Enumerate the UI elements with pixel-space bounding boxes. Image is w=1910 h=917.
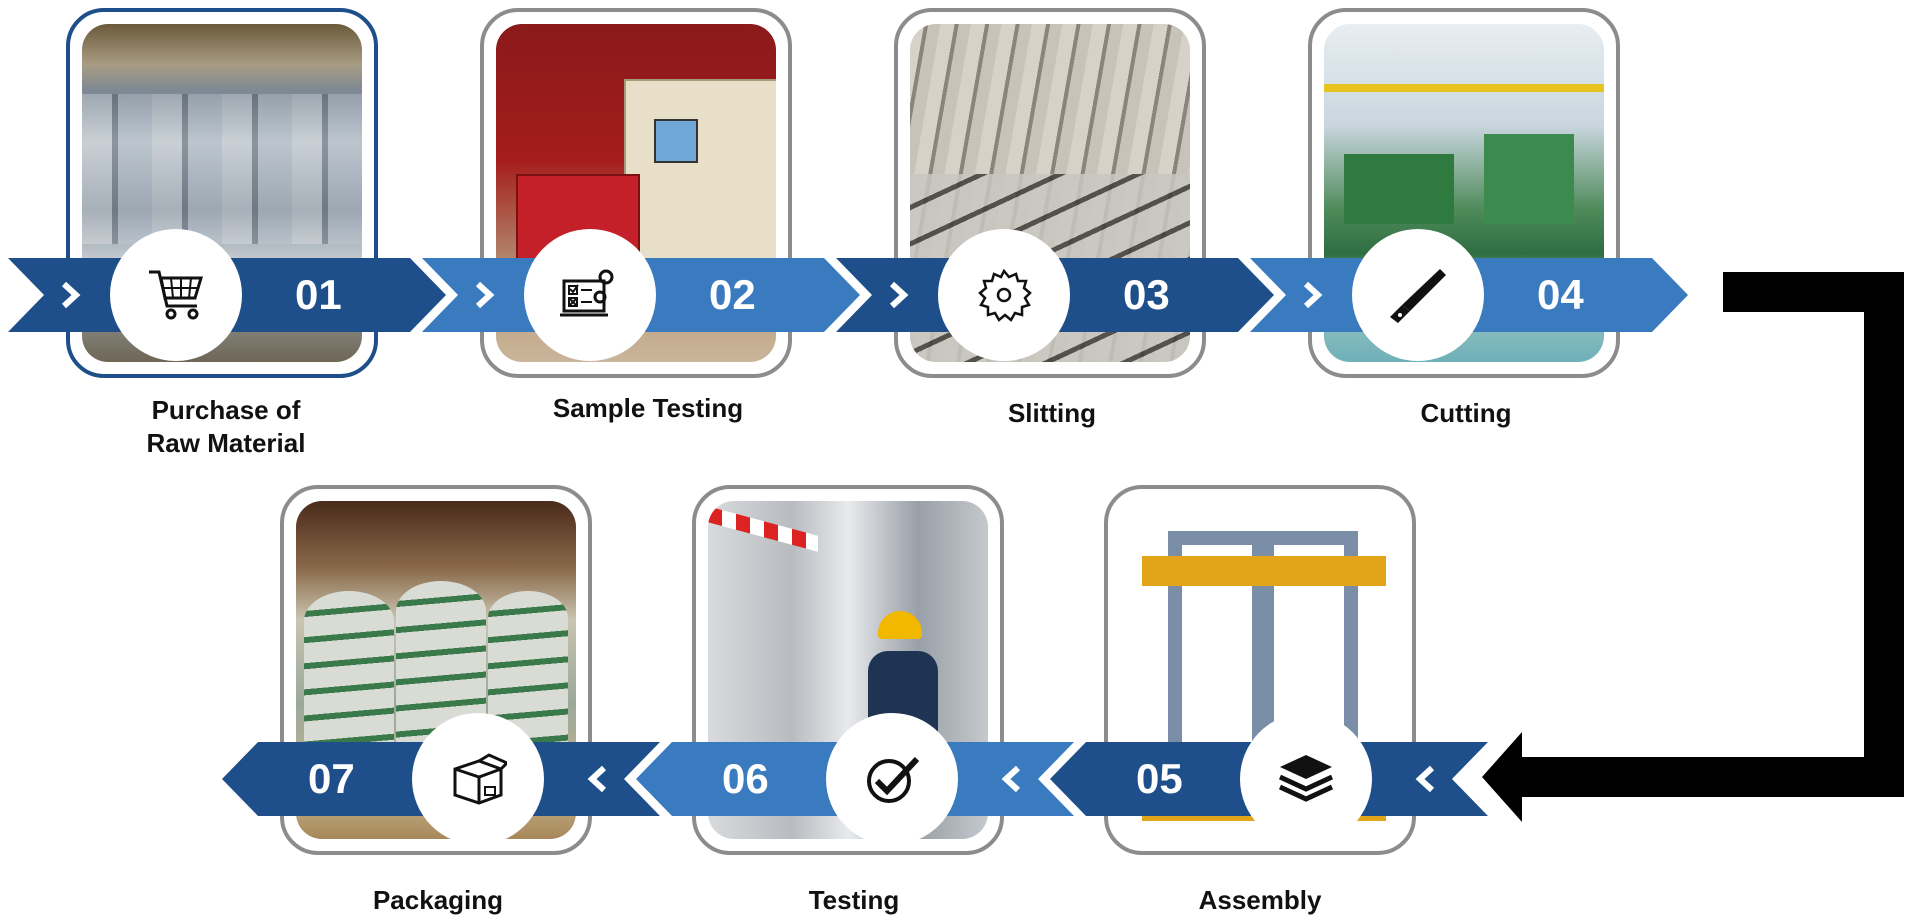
step-label-03: Slitting xyxy=(892,397,1212,430)
step-label-line: Sample Testing xyxy=(552,393,744,423)
step-label-line: Purchase of xyxy=(151,395,301,425)
icon-circle xyxy=(828,715,956,843)
shopping-cart-icon xyxy=(149,270,204,320)
step-banner-06: 06 xyxy=(636,715,1074,843)
chevron-right-icon xyxy=(475,281,495,309)
step-label-05: Assembly xyxy=(1100,884,1420,917)
layers-icon xyxy=(1278,755,1334,802)
chevron-left-icon xyxy=(587,765,607,793)
step-label-line: Slitting xyxy=(1007,398,1097,428)
icon-circle xyxy=(1354,231,1482,359)
check-circle-icon xyxy=(867,756,920,803)
step-banner-02: 02 xyxy=(422,231,860,359)
chevron-left-icon xyxy=(1001,765,1021,793)
checklist-gear-icon xyxy=(560,269,614,317)
step-label-line: Raw Material xyxy=(146,428,306,458)
step-number: 03 xyxy=(1123,271,1170,318)
step-number: 02 xyxy=(709,271,756,318)
icon-circle xyxy=(1242,715,1370,843)
chevron-left-icon xyxy=(1415,765,1435,793)
step-number: 05 xyxy=(1136,755,1183,802)
step-banner-05: 05 xyxy=(1050,715,1488,843)
step-label-01: Purchase of Raw Material xyxy=(66,394,386,460)
hand-saw-icon xyxy=(1390,269,1446,323)
icon-circle xyxy=(940,231,1068,359)
chevron-right-icon xyxy=(61,281,81,309)
chevron-right-icon xyxy=(1303,281,1323,309)
step-label-02: Sample Testing xyxy=(488,392,808,425)
step-label-06: Testing xyxy=(694,884,1014,917)
step-number: 07 xyxy=(308,755,355,802)
icon-circle xyxy=(526,231,654,359)
step-label-line: Packaging xyxy=(372,885,504,915)
step-banner-01: 01 xyxy=(8,231,446,359)
icon-circle xyxy=(112,231,240,359)
step-number: 04 xyxy=(1537,271,1584,318)
step-banner-04: 04 xyxy=(1250,231,1688,359)
step-label-line: Testing xyxy=(808,885,900,915)
step-number: 01 xyxy=(295,271,342,318)
icon-circle xyxy=(414,715,542,843)
package-box-icon xyxy=(453,753,507,805)
step-label-07: Packaging xyxy=(278,884,598,917)
step-label-line: Assembly xyxy=(1198,885,1322,915)
step-banner-07: 07 xyxy=(222,715,660,843)
step-label-line: Cutting xyxy=(1420,398,1512,428)
step-number: 06 xyxy=(722,755,769,802)
step-label-04: Cutting xyxy=(1306,397,1626,430)
step-banner-03: 03 xyxy=(836,231,1274,359)
saw-blade-icon xyxy=(978,268,1032,322)
chevron-right-icon xyxy=(889,281,909,309)
